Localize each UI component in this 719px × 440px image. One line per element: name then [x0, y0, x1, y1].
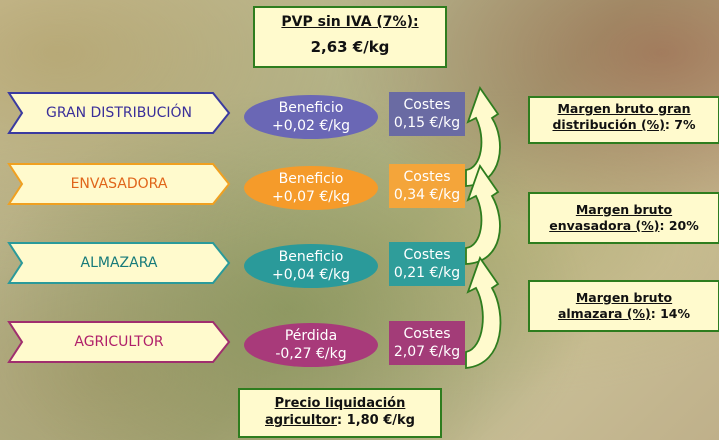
precio-liquidacion-box: Precio liquidación agricultor: 1,80 €/kg: [238, 388, 442, 438]
stage-gran-distribucion: GRAN DISTRIBUCIÓN: [8, 92, 230, 134]
costes-box-agricultor: Costes 2,07 €/kg: [389, 321, 465, 365]
costes-box-envasadora: Costes 0,34 €/kg: [389, 164, 465, 208]
pvp-value: 2,63 €/kg: [310, 38, 390, 56]
stage-label: ENVASADORA: [70, 176, 168, 192]
stage-almazara: ALMAZARA: [8, 242, 230, 284]
cost-title: Costes: [403, 97, 451, 113]
beneficio-oval-gran-distribucion: Beneficio +0,02 €/kg: [244, 95, 378, 139]
margin-line2-underlined: almazara (%): [557, 306, 651, 321]
oval-value: -0,27 €/kg: [275, 346, 347, 362]
precio-value: : 1,80 €/kg: [336, 413, 415, 428]
margin-line1: Margen bruto: [575, 202, 673, 217]
costes-box-almazara: Costes 0,21 €/kg: [389, 242, 465, 286]
stage-envasadora: ENVASADORA: [8, 163, 230, 205]
margen-envasadora-box: Margen bruto envasadora (%): 20%: [528, 192, 719, 244]
cost-value: 0,21 €/kg: [393, 265, 461, 281]
margin-line1: Margen bruto gran: [557, 101, 691, 116]
margin-value: : 7%: [664, 117, 696, 132]
pvp-box: PVP sin IVA (7%): 2,63 €/kg: [253, 6, 447, 68]
cost-title: Costes: [403, 169, 451, 185]
oval-title: Beneficio: [278, 171, 344, 187]
pvp-label: PVP sin IVA (7%):: [281, 14, 419, 30]
cost-value: 0,15 €/kg: [393, 115, 461, 131]
margen-almazara-box: Margen bruto almazara (%): 14%: [528, 280, 719, 332]
beneficio-oval-almazara: Beneficio +0,04 €/kg: [244, 244, 378, 288]
oval-value: +0,07 €/kg: [272, 189, 350, 205]
perdida-oval-agricultor: Pérdida -0,27 €/kg: [244, 323, 378, 367]
oval-title: Beneficio: [278, 249, 344, 265]
oval-title: Pérdida: [284, 328, 338, 344]
stage-outline-almazara: [7, 242, 231, 284]
stage-outline-agricultor: [7, 321, 231, 363]
precio-line2-underlined: agricultor: [265, 413, 337, 428]
curved-arrow-icon: [465, 256, 502, 369]
cost-title: Costes: [403, 326, 451, 342]
stage-outline-gran-distribucion: [7, 92, 231, 134]
beneficio-oval-envasadora: Beneficio +0,07 €/kg: [244, 166, 378, 210]
margen-gran-distribucion-box: Margen bruto gran distribución (%): 7%: [528, 96, 719, 144]
margin-line2-underlined: distribución (%): [552, 117, 665, 132]
margin-value: : 20%: [659, 218, 699, 233]
curved-arrow-icon: [465, 86, 501, 187]
stage-label: GRAN DISTRIBUCIÓN: [46, 105, 192, 121]
costes-box-gran-distribucion: Costes 0,15 €/kg: [389, 92, 465, 136]
stage-label: ALMAZARA: [80, 255, 158, 271]
oval-value: +0,04 €/kg: [272, 267, 350, 283]
margin-value: : 14%: [650, 306, 691, 321]
margin-line1: Margen bruto: [575, 290, 673, 305]
precio-line1: Precio liquidación: [274, 396, 406, 411]
oval-title: Beneficio: [278, 100, 344, 116]
stage-outline-envasadora: [7, 163, 231, 205]
cost-title: Costes: [403, 247, 451, 263]
oval-value: +0,02 €/kg: [272, 118, 350, 134]
stage-agricultor: AGRICULTOR: [8, 321, 230, 363]
cost-value: 0,34 €/kg: [393, 187, 461, 203]
stage-label: AGRICULTOR: [74, 334, 164, 350]
margin-line2-underlined: envasadora (%): [549, 218, 660, 233]
curved-arrow-icon: [465, 164, 501, 265]
cost-value: 2,07 €/kg: [393, 344, 461, 360]
